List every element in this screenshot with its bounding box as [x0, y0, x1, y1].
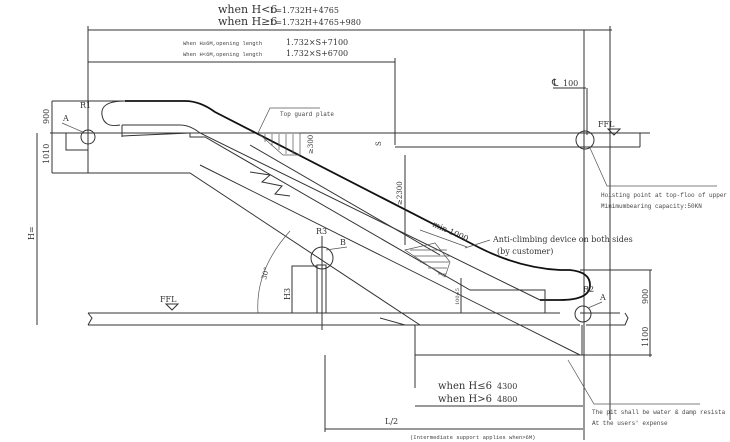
centerline-symbol: ℄ — [551, 78, 559, 89]
label-half-length: L/2 — [385, 417, 398, 426]
formula-lt6-value: L=1.732H+4765 — [270, 6, 339, 15]
opening-lt6m-value: 1.732×S+6700 — [286, 49, 348, 58]
level-marker-icon — [164, 303, 180, 311]
label-s: S — [375, 141, 383, 146]
dimension-line-h3 — [291, 265, 317, 313]
support-r1-circle — [80, 129, 96, 145]
opening-lt6m-label: When H<6M,opening length — [183, 51, 262, 58]
label-min-1000: min 1000 — [431, 220, 470, 244]
opening-ge6m-value: 1.732×S+7100 — [286, 38, 348, 47]
formula-ge6-value: L=1.732H+4765+980 — [270, 18, 361, 27]
lower-ffl-label: FFL — [160, 295, 177, 304]
hoisting-line2: Minimumbearing capacity:50KN — [601, 203, 702, 210]
lower-floor-slab — [87, 312, 629, 388]
top-guard-plate — [257, 107, 320, 156]
pit-le6-label: when H≤6 — [438, 381, 492, 392]
level-marker-icon — [606, 128, 622, 136]
support-r2-circle — [574, 305, 592, 323]
opening-length: When H≥6M,opening length 1.732×S+7100 Wh… — [183, 38, 348, 58]
dim-h: H= — [27, 226, 36, 240]
upper-ffl-label: FFL — [598, 120, 615, 129]
upper-floor-slab — [50, 132, 650, 174]
leader-line — [567, 359, 700, 405]
leader-line — [587, 301, 603, 309]
leader-line — [589, 147, 717, 187]
label-h3: H3 — [283, 288, 292, 300]
label-r2: R2 — [583, 285, 594, 294]
dim-bottom-900: 900 — [641, 289, 650, 304]
pit-note-line2: At the users' expense — [592, 420, 668, 427]
label-top-guard-plate: Top guard plate — [280, 111, 334, 118]
anti-climbing-line2: (by customer) — [497, 247, 553, 256]
intermediate-support-note: (Intermediate support applies when>6M) — [410, 434, 535, 441]
formula-lt6-label: when H<6 — [218, 3, 277, 16]
hoisting-point-circle — [575, 130, 595, 150]
label-r3: R3 — [316, 227, 327, 236]
leader-line — [325, 246, 348, 251]
label-min-2300: ≥2300 — [396, 181, 404, 205]
pit-gt6-value: 4800 — [497, 395, 517, 404]
angle-arc — [257, 230, 291, 314]
dim-top-1010: 1010 — [42, 144, 51, 164]
anti-climbing-device — [404, 229, 491, 278]
label-b: B — [340, 238, 346, 247]
dim-top-900: 900 — [42, 109, 51, 124]
escalator-truss — [52, 100, 591, 356]
dim-bottom-1100: 1100 — [641, 327, 650, 347]
pit-le6-value: 4300 — [497, 382, 517, 391]
label-min-300: ≥300 — [307, 135, 315, 154]
anti-climbing-line1: Anti-climbing device on both sides — [492, 235, 633, 244]
label-tolerance: 100±5 — [455, 288, 461, 305]
hoisting-line1: Hoisting point at top-floo of upper — [601, 192, 727, 199]
centerline-value: 100 — [563, 79, 578, 88]
opening-ge6m-label: When H≥6M,opening length — [183, 40, 262, 47]
label-a-left: A — [62, 114, 69, 123]
label-r1: R1 — [80, 101, 91, 110]
formula-ge6-label: when H≥6 — [218, 15, 277, 28]
label-a-right: A — [599, 293, 606, 302]
pit-note-line1: The pit shall be water & damp resista — [592, 409, 726, 416]
leader-line — [61, 122, 86, 134]
length-formula: when H<6 L=1.732H+4765 when H≥6 L=1.732H… — [218, 3, 361, 28]
label-angle: 30° — [260, 266, 271, 280]
pit-gt6-label: when H>6 — [438, 394, 492, 405]
